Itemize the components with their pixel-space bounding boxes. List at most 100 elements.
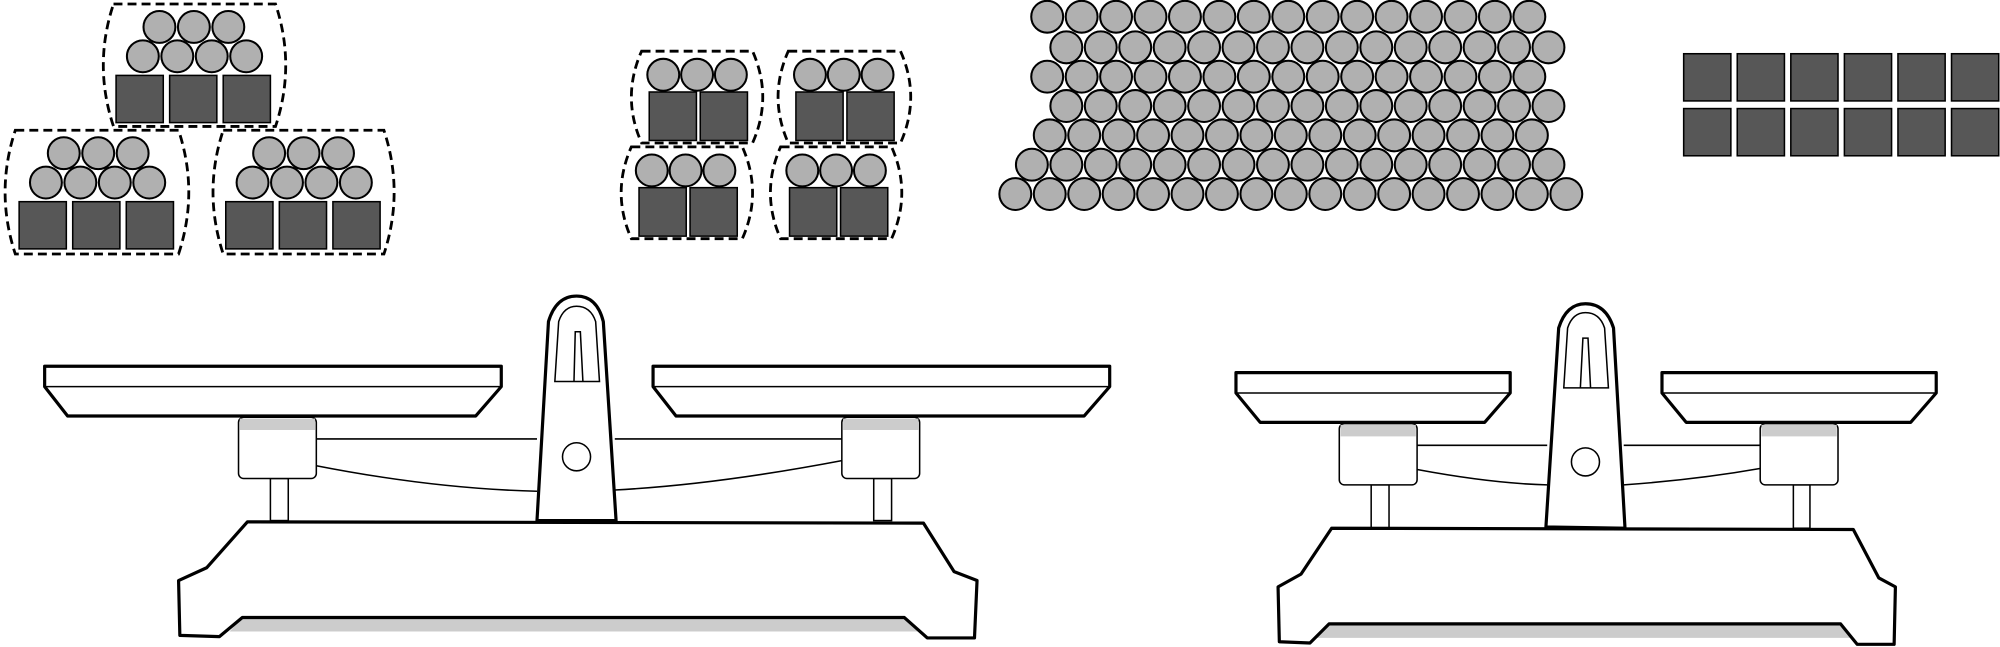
circle-counter [1152,147,1187,182]
circle-counter [1342,177,1377,211]
circle-counter [304,165,339,200]
circle-counter [115,136,150,171]
group-outline [101,2,288,128]
circle-counter [713,57,748,92]
circle-counter [1032,177,1067,211]
circle-counter [1290,147,1325,182]
pile-row [1030,59,1547,94]
circle-counter [1187,89,1222,123]
circle-counter [1531,30,1566,65]
circle-counter [1497,30,1531,65]
square-counter [846,91,895,142]
circle-counter [1064,0,1099,34]
circle-counter [1480,177,1515,211]
circle-counter [702,153,737,188]
circle-counter [1118,30,1153,65]
beam [1416,444,1762,486]
circle-counter [1340,0,1375,34]
circle-counter [1446,177,1480,211]
square-counter [115,74,165,124]
circle-counter [1239,118,1274,153]
circle-counter [1083,147,1118,182]
circle-counter [1187,147,1222,182]
circle-counter [1411,118,1446,153]
circle-counter [1118,147,1153,182]
circle-counter [1359,30,1394,65]
circle-counter [792,57,827,92]
circle-counter [668,153,703,188]
pivot-circle [1570,447,1601,477]
circle-counter [1083,89,1118,123]
circle-counter [1393,147,1428,182]
circle-counter [1462,147,1497,182]
square-counter [278,200,328,250]
circle-counter [1136,118,1171,153]
balance-scale-left [43,294,1112,640]
post [1370,484,1390,529]
square-counter [168,74,218,124]
circle-counter [1083,30,1118,65]
large-group [211,128,396,256]
circle-counter [1477,59,1512,94]
square-counter [1790,52,1839,102]
group-outline [3,128,191,256]
square-counter [648,91,698,142]
circle-counter [142,9,177,44]
square-counter [1950,52,2000,102]
circle-counter [860,57,895,92]
circle-counter [1255,30,1290,65]
circle-counter [252,136,287,171]
circle-counter [1067,177,1102,211]
pile-row [1049,89,1566,123]
small-group [629,49,765,145]
square-counter [225,200,274,250]
circle-counter [1030,0,1065,34]
pile-row [1030,0,1547,34]
right-pan [1660,371,1938,424]
circle-counter [1271,59,1306,94]
group-outline [769,145,904,241]
circle-counter [1359,89,1394,123]
square-block [1682,52,2000,157]
circle-counter [1204,118,1239,153]
circle-counter [1342,118,1377,153]
left-pan [43,364,503,418]
circle-counter [1170,118,1205,153]
circle-counter [1531,147,1566,182]
square-counter [1682,107,1732,157]
circle-counter [1101,177,1136,211]
circle-counter [1409,59,1443,94]
circle-counter [1359,147,1394,182]
circle-counter [1067,118,1102,153]
circle-counter [1032,118,1067,153]
circle-counter [1549,177,1584,211]
circle-counter [1512,0,1547,34]
pile-row [1014,147,1566,182]
circle-counter [1462,30,1497,65]
circle-counter [1255,147,1290,182]
base-shadow [229,617,919,632]
pillar [535,294,618,523]
circle-counter [1374,0,1409,34]
square-counter [839,186,889,237]
square-counter [795,91,844,142]
scale-base [1276,526,1898,646]
circle-counter [1239,177,1274,211]
circle-counter [1428,89,1463,123]
square-counter [638,186,687,237]
circle-counter [1273,118,1308,153]
scale-base [176,520,979,640]
circle-counter [1204,177,1239,211]
post [1792,484,1811,529]
circle-counter [1393,30,1428,65]
beam [316,438,842,492]
circle-counter [46,136,81,171]
square-counter [18,200,68,250]
pointer-needle [1579,337,1592,388]
circle-counter [1170,177,1205,211]
square-counter [689,186,739,237]
circle-counter [321,136,355,171]
circle-counter [1152,30,1187,65]
circle-counter [852,153,887,188]
circle-counter [132,165,167,200]
